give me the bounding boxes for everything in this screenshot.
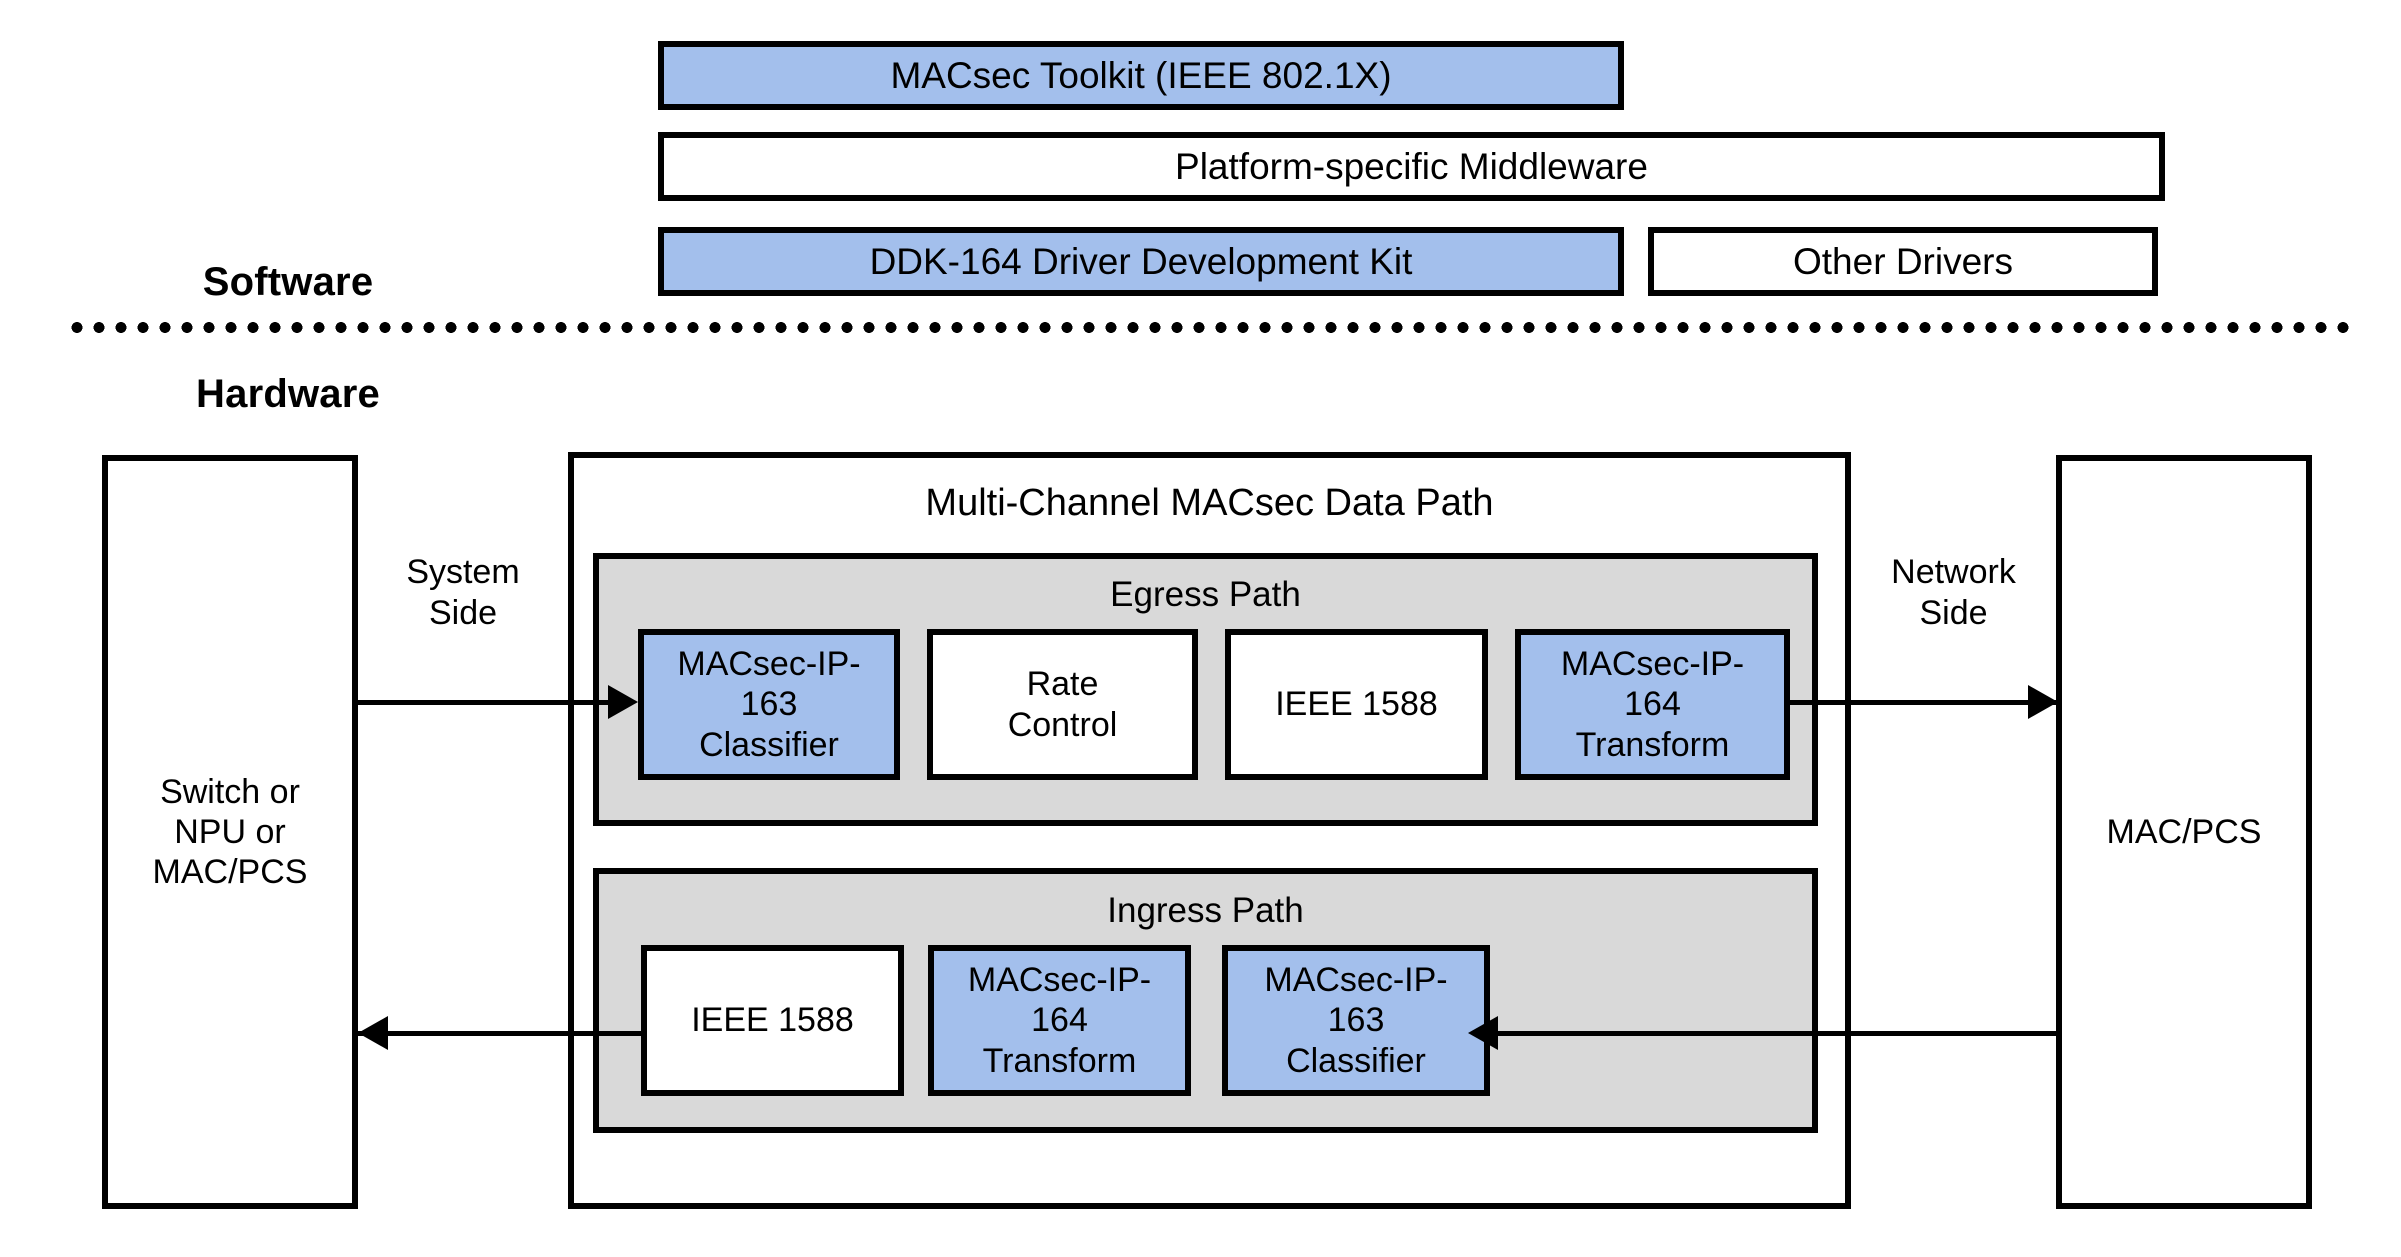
egress-block-1-label: Rate Control <box>1007 665 1118 744</box>
egress-block-macsec-ip-164-transform: MACsec-IP- 164 Transform <box>1515 629 1790 780</box>
ingress-network-connector-arrowhead <box>1468 1016 1498 1050</box>
egress-block-macsec-ip-163-classifier: MACsec-IP- 163 Classifier <box>638 629 900 780</box>
system-side-label: System Side <box>406 553 520 632</box>
software-block-ddk-164: DDK-164 Driver Development Kit <box>658 227 1624 296</box>
ddk-164-label: DDK-164 Driver Development Kit <box>869 240 1413 282</box>
egress-network-connector-line <box>1790 700 2062 705</box>
ingress-connector-line <box>358 1031 646 1036</box>
ingress-connector-arrowhead <box>358 1016 388 1050</box>
datapath-title: Multi-Channel MACsec Data Path <box>925 482 1494 524</box>
egress-block-ieee-1588: IEEE 1588 <box>1225 629 1488 780</box>
hardware-section-heading: Hardware <box>196 372 380 416</box>
network-side-label: Network Side <box>1891 553 2016 632</box>
egress-block-3-label: MACsec-IP- 164 Transform <box>1560 645 1745 764</box>
egress-block-0-label: MACsec-IP- 163 Classifier <box>677 645 861 764</box>
ingress-network-connector-line <box>1488 1031 2060 1036</box>
mac-pcs-label: MAC/PCS <box>2106 812 2262 851</box>
ingress-block-macsec-ip-163-classifier: MACsec-IP- 163 Classifier <box>1222 945 1490 1096</box>
software-block-platform-middleware: Platform-specific Middleware <box>658 132 2165 201</box>
hardware-block-mac-pcs: MAC/PCS <box>2056 455 2312 1209</box>
ingress-block-2-label: MACsec-IP- 163 Classifier <box>1264 961 1448 1080</box>
ingress-block-0-label: IEEE 1588 <box>691 1001 854 1040</box>
platform-middleware-label: Platform-specific Middleware <box>1175 145 1648 187</box>
software-section-heading: Software <box>202 260 374 304</box>
software-block-macsec-toolkit: MACsec Toolkit (IEEE 802.1X) <box>658 41 1624 110</box>
ingress-block-1-label: MACsec-IP- 164 Transform <box>967 961 1152 1080</box>
macsec-toolkit-label: MACsec Toolkit (IEEE 802.1X) <box>890 54 1392 96</box>
software-hardware-divider <box>66 322 2351 333</box>
egress-network-connector-arrowhead <box>2028 685 2058 719</box>
egress-block-2-label: IEEE 1588 <box>1275 685 1438 724</box>
software-block-other-drivers: Other Drivers <box>1648 227 2158 296</box>
ingress-block-macsec-ip-164-transform: MACsec-IP- 164 Transform <box>928 945 1191 1096</box>
other-drivers-label: Other Drivers <box>1793 240 2013 282</box>
egress-connector-line <box>358 700 630 705</box>
egress-path-title: Egress Path <box>1110 575 1301 614</box>
ingress-path-title: Ingress Path <box>1107 891 1304 930</box>
switch-npu-macpcs-label: Switch or NPU or MAC/PCS <box>152 772 308 892</box>
egress-block-rate-control: Rate Control <box>927 629 1198 780</box>
egress-connector-arrowhead <box>608 685 638 719</box>
hardware-block-switch-npu-macpcs: Switch or NPU or MAC/PCS <box>102 455 358 1209</box>
ingress-block-ieee-1588: IEEE 1588 <box>641 945 904 1096</box>
